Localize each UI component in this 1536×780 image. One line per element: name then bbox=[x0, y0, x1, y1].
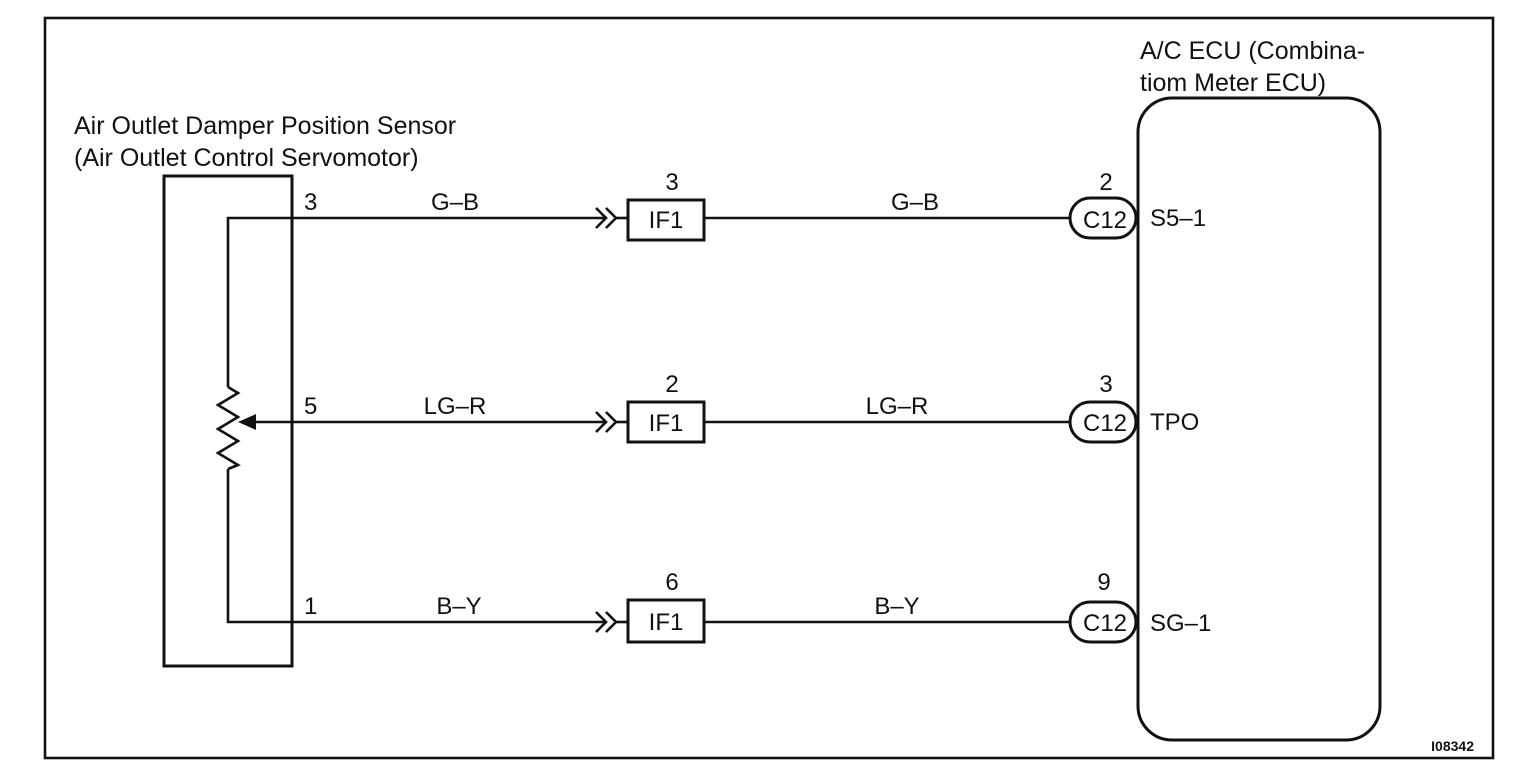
connector-arrow-icon bbox=[595, 611, 608, 633]
wire-color-right: B–Y bbox=[874, 593, 919, 620]
c12-connector bbox=[1068, 400, 1138, 444]
wire-color-right: G–B bbox=[891, 189, 939, 216]
wiper-arrow-icon bbox=[238, 414, 256, 430]
sensor-pin: 5 bbox=[304, 393, 317, 420]
resistor-symbol bbox=[215, 385, 241, 471]
if-pin: 3 bbox=[665, 169, 678, 196]
c12-connector bbox=[1068, 600, 1138, 644]
if-connector-label: IF1 bbox=[649, 410, 684, 437]
circuit-row: IF1 6 C12 9 SG–1 1 B–Y B–Y bbox=[292, 569, 1211, 644]
if-pin: 6 bbox=[665, 569, 678, 596]
connector-arrow-icon bbox=[595, 411, 608, 433]
ecu-connector-label: C12 bbox=[1083, 410, 1127, 437]
sensor-pin: 3 bbox=[304, 189, 317, 216]
ecu-body bbox=[1136, 96, 1382, 742]
if-connector-label: IF1 bbox=[649, 207, 684, 234]
c12-connector bbox=[1068, 196, 1138, 240]
wire-color-right: LG–R bbox=[866, 393, 929, 420]
ecu-pin: 3 bbox=[1099, 371, 1112, 398]
wire-color-left: LG–R bbox=[424, 393, 487, 420]
ecu-terminal: TPO bbox=[1150, 409, 1199, 436]
circuit-row: IF1 3 C12 2 S5–1 3 G–B G–B bbox=[292, 169, 1206, 242]
ecu-pin: 9 bbox=[1097, 569, 1110, 596]
wire-color-left: G–B bbox=[431, 189, 479, 216]
figure-id: I08342 bbox=[1431, 738, 1474, 754]
if-connector-label: IF1 bbox=[649, 609, 684, 636]
ecu-pin: 2 bbox=[1099, 169, 1112, 196]
wire-color-left: B–Y bbox=[436, 593, 481, 620]
diagram-frame bbox=[43, 16, 1495, 760]
ecu-terminal: SG–1 bbox=[1150, 610, 1211, 637]
sensor-internal-wire-bottom bbox=[226, 469, 292, 624]
ecu-title-line1: A/C ECU (Combina- bbox=[1140, 37, 1365, 65]
ecu-terminal: S5–1 bbox=[1150, 205, 1206, 232]
sensor-title-line2: (Air Outlet Control Servomotor) bbox=[74, 144, 419, 172]
circuit-row: IF1 2 C12 3 TPO 5 LG–R LG–R bbox=[292, 371, 1199, 444]
ecu-connector-label: C12 bbox=[1083, 207, 1127, 234]
sensor-title-line1: Air Outlet Damper Position Sensor bbox=[74, 112, 456, 140]
sensor-pin: 1 bbox=[304, 593, 317, 620]
ecu-connector-label: C12 bbox=[1083, 610, 1127, 637]
sensor-internal-wire-top bbox=[226, 216, 292, 387]
if1-connector bbox=[626, 198, 706, 242]
if-pin: 2 bbox=[665, 371, 678, 398]
connector-arrow-icon bbox=[595, 207, 608, 229]
ecu-title-line2: tiom Meter ECU) bbox=[1140, 69, 1326, 97]
